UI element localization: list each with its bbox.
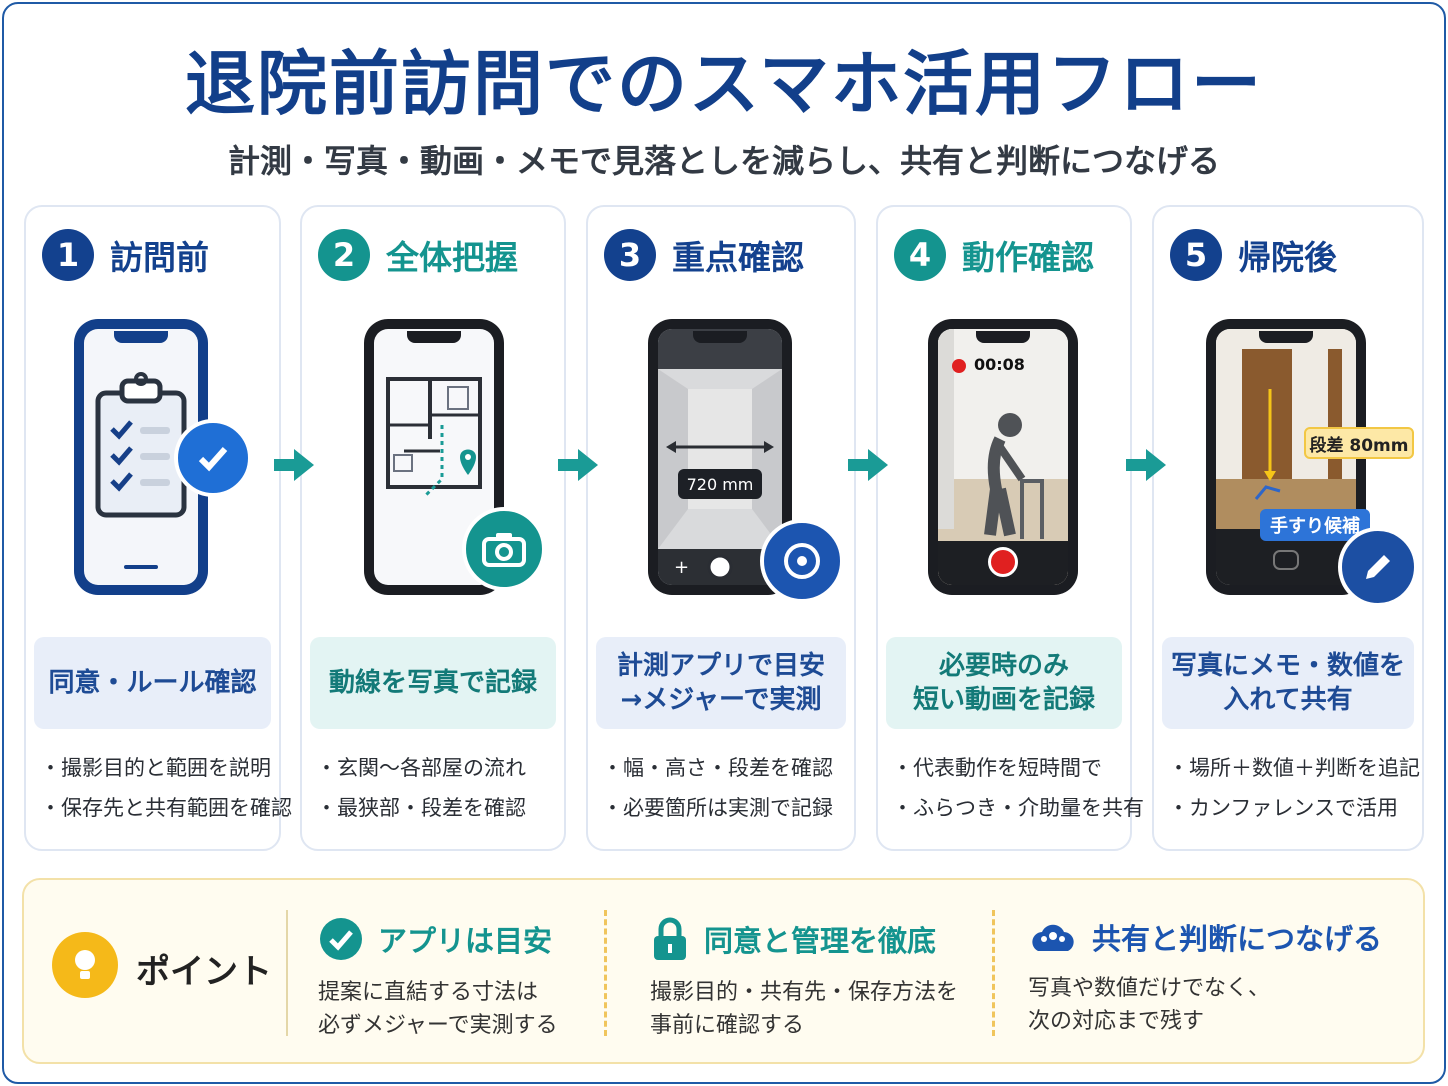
step-bullet: ・撮影目的と範囲を説明 xyxy=(40,756,271,780)
step-header: 5 帰院後 xyxy=(1170,229,1337,281)
step-card-1: 1 訪問前 同意・ルール確認 ・撮影目的と範囲を説明 ・保存先と共有範囲を確認 xyxy=(24,205,292,851)
checkmark-bubble-icon xyxy=(174,419,252,497)
step-bullet: ・必要箇所は実測で記録 xyxy=(602,796,833,820)
phone-mockup: 00:08 xyxy=(928,319,1078,595)
check-circle-icon xyxy=(320,918,362,960)
recording-timer: 00:08 xyxy=(974,355,1025,374)
measurement-readout: 720 mm xyxy=(678,469,762,499)
step-card-3: 3 重点確認 + 720 mm 計測アプリで目安→メジャーで実測 ・幅・高さ xyxy=(586,205,856,851)
step-title: 訪問前 xyxy=(110,238,209,277)
step-header: 2 全体把握 xyxy=(318,229,518,281)
point-heading: 同意と管理を徹底 xyxy=(704,924,937,958)
point-item-2: 同意と管理を徹底 撮影目的・共有先・保存方法を事前に確認する xyxy=(650,916,958,1042)
points-title: ポイント xyxy=(136,952,272,992)
step-header: 1 訪問前 xyxy=(42,229,209,281)
step-number: 5 xyxy=(1170,229,1222,281)
divider xyxy=(992,910,995,1036)
point-heading: アプリは目安 xyxy=(378,924,553,958)
svg-text:+: + xyxy=(674,557,689,578)
people-cloud-icon xyxy=(1032,924,1074,951)
step-label: 動線を写真で記録 xyxy=(310,637,556,729)
points-panel: ポイント アプリは目安 提案に直結する寸法は必ずメジャーで実測する 同意と管理を… xyxy=(22,878,1425,1064)
divider xyxy=(604,910,607,1036)
point-item-3: 共有と判断につなげる 写真や数値だけでなく、次の対応まで残す xyxy=(1028,916,1382,1038)
step-bullet: ・玄関〜各部屋の流れ xyxy=(316,756,526,780)
recording-dot-icon xyxy=(952,359,966,373)
phone-mockup: + 720 mm xyxy=(648,319,792,595)
tape-measure-icon xyxy=(760,519,844,603)
point-heading: 共有と判断につなげる xyxy=(1092,922,1383,956)
annotation-step-height: 段差 80mm xyxy=(1304,427,1414,459)
step-card-5: 5 帰院後 段差 80mm 手すり候補 写真にメモ・数値を入れて共有 ・場所＋数… xyxy=(1152,205,1424,851)
lock-icon xyxy=(654,917,686,960)
step-bullet: ・ふらつき・介助量を共有 xyxy=(892,796,1144,820)
step-number: 4 xyxy=(894,229,946,281)
flow-arrow-icon xyxy=(1126,449,1166,481)
step-bullet: ・代表動作を短時間で xyxy=(892,756,1102,780)
step-number: 2 xyxy=(318,229,370,281)
step-label: 必要時のみ短い動画を記録 xyxy=(886,637,1122,729)
pencil-icon xyxy=(1338,527,1418,607)
lightbulb-icon xyxy=(52,932,118,998)
flow-arrow-icon xyxy=(274,449,314,481)
page-subtitle: 計測・写真・動画・メモで見落としを減らし、共有と判断につなげる xyxy=(227,142,1220,180)
step-bullet: ・場所＋数値＋判断を追記 xyxy=(1168,756,1420,780)
page-title: 退院前訪問でのスマホ活用フロー xyxy=(185,43,1263,125)
step-number: 1 xyxy=(42,229,94,281)
step-number: 3 xyxy=(604,229,656,281)
point-text: 撮影目的・共有先・保存方法を事前に確認する xyxy=(650,980,959,1038)
clipboard-checklist-icon xyxy=(95,372,187,569)
step-bullet: ・最狭部・段差を確認 xyxy=(316,796,526,820)
camera-icon xyxy=(462,507,546,591)
step-bullet: ・幅・高さ・段差を確認 xyxy=(602,756,833,780)
step-header: 4 動作確認 xyxy=(894,229,1094,281)
step-title: 帰院後 xyxy=(1238,238,1337,277)
point-item-1: アプリは目安 提案に直結する寸法は必ずメジャーで実測する xyxy=(318,916,558,1042)
step-card-2: 2 全体把握 動線を写真で記録 ・玄関〜各部屋の流れ ・最狭部・段差を確認 xyxy=(300,205,566,851)
step-card-4: 4 動作確認 00:08 必要時のみ短い動画を記録 ・代表動作を短時間で ・ふら… xyxy=(876,205,1144,851)
step-header: 3 重点確認 xyxy=(604,229,804,281)
step-label: 計測アプリで目安→メジャーで実測 xyxy=(596,637,846,729)
step-label: 同意・ルール確認 xyxy=(34,637,271,729)
step-bullet: ・カンファレンスで活用 xyxy=(1168,796,1398,820)
step-bullet: ・保存先と共有範囲を確認 xyxy=(40,796,292,820)
flow-arrow-icon xyxy=(848,449,888,481)
step-title: 動作確認 xyxy=(962,238,1094,277)
point-text: 写真や数値だけでなく、次の対応まで残す xyxy=(1028,976,1271,1034)
step-title: 重点確認 xyxy=(672,238,804,277)
flow-arrow-icon xyxy=(558,449,598,481)
record-button-icon[interactable] xyxy=(988,547,1018,577)
step-label: 写真にメモ・数値を入れて共有 xyxy=(1162,637,1414,729)
point-text: 提案に直結する寸法は必ずメジャーで実測する xyxy=(318,980,558,1038)
divider xyxy=(286,910,288,1036)
floor-plan-icon xyxy=(386,377,482,499)
phone-mockup xyxy=(1206,319,1366,595)
step-title: 全体把握 xyxy=(386,238,518,277)
